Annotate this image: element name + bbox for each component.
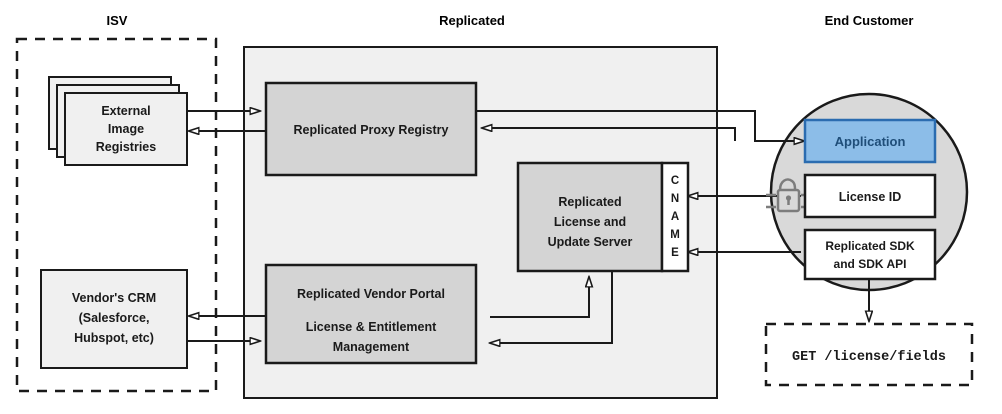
- replicated-sdk-label-line-1: Replicated SDK: [825, 239, 915, 253]
- isv-boundary: [15, 37, 218, 393]
- license-id-node[interactable]: License ID: [803, 173, 937, 219]
- replicated-sdk-box: [803, 228, 937, 281]
- vendor-portal-label-line-2: License & Entitlement: [306, 320, 437, 334]
- license-server-label-line-3: Update Server: [548, 235, 633, 249]
- vendors-crm-label-line-2: (Salesforce,: [79, 311, 150, 325]
- cname-letter-a: A: [671, 211, 679, 223]
- replicated-vendor-portal-node[interactable]: Replicated Vendor Portal License & Entit…: [264, 263, 478, 365]
- application-box: [803, 118, 937, 164]
- vendor-portal-label-line-3: Management: [333, 340, 410, 354]
- edge-application-to-proxy: [482, 128, 736, 141]
- replicated-license-update-server-node[interactable]: Replicated License and Update Server C N…: [516, 161, 690, 273]
- vendors-crm-node[interactable]: Vendor's CRM (Salesforce, Hubspot, etc): [40, 269, 188, 369]
- replicated-sdk-label-line-2: and SDK API: [834, 257, 907, 271]
- license-server-label-line-1: Replicated: [558, 195, 621, 209]
- license-server-box: [516, 161, 664, 273]
- registries-stack-front: [64, 92, 188, 166]
- external-image-registries-node[interactable]: External Image Registries: [48, 76, 188, 166]
- edge-proxy-to-application: [476, 110, 804, 141]
- cname-letter-e: E: [671, 247, 679, 259]
- proxy-registry-label: Replicated Proxy Registry: [294, 123, 449, 137]
- edge-server-to-portal: [490, 271, 613, 343]
- vendor-portal-box: [264, 263, 478, 365]
- replicated-proxy-registry-node[interactable]: Replicated Proxy Registry: [264, 81, 478, 177]
- registries-label-line-1: External: [101, 104, 150, 118]
- license-server-label-line-2: License and: [554, 215, 626, 229]
- cname-letter-n: N: [671, 193, 679, 205]
- zone-title-end-customer: End Customer: [825, 13, 914, 28]
- license-id-box: [803, 173, 937, 219]
- vendors-crm-label-line-3: Hubspot, etc): [74, 331, 154, 345]
- license-id-label: License ID: [839, 190, 902, 204]
- registries-label-line-2: Image: [108, 122, 144, 136]
- replicated-sdk-node[interactable]: Replicated SDK and SDK API: [803, 228, 937, 281]
- api-request-node[interactable]: GET /license/fields: [764, 322, 974, 387]
- application-label: Application: [835, 134, 906, 149]
- application-node[interactable]: Application: [803, 118, 937, 164]
- cname-letter-c: C: [671, 175, 679, 187]
- vendor-portal-label-line-1: Replicated Vendor Portal: [297, 287, 445, 301]
- zone-title-replicated: Replicated: [439, 13, 505, 28]
- api-request-box: [764, 322, 974, 387]
- api-request-label: GET /license/fields: [792, 350, 946, 365]
- edge-portal-to-server: [490, 277, 589, 318]
- vendors-crm-box: [40, 269, 188, 369]
- vendors-crm-label-line-1: Vendor's CRM: [72, 291, 156, 305]
- registries-label-line-3: Registries: [96, 140, 156, 154]
- cname-sidebar: [660, 161, 690, 273]
- proxy-registry-box: [264, 81, 478, 177]
- zone-title-isv: ISV: [107, 13, 128, 28]
- cname-letter-m: M: [670, 229, 680, 241]
